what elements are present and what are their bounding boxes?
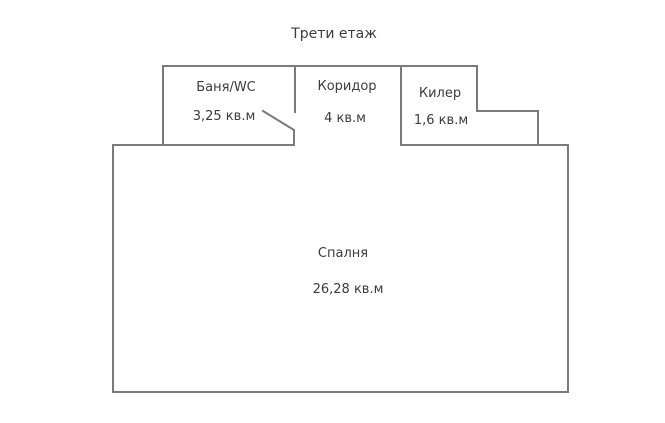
wall-bedroom-outline: [112, 144, 569, 393]
room-area-bedroom: 26,28 кв.м: [312, 282, 384, 297]
room-name-bedroom: Спалня: [317, 246, 369, 261]
room-area-bathroom: 3,25 кв.м: [192, 109, 256, 124]
room-area-corridor: 4 кв.м: [324, 111, 366, 126]
room-name-closet: Килер: [418, 86, 462, 101]
room-area-closet: 1,6 кв.м: [413, 113, 469, 128]
room-name-corridor: Коридор: [317, 79, 377, 94]
wall-upper-section-outline: [162, 65, 539, 146]
door-swing-line: [261, 109, 296, 132]
floor-title: Трети етаж: [291, 26, 377, 42]
room-name-bathroom: Баня/WC: [196, 80, 256, 95]
